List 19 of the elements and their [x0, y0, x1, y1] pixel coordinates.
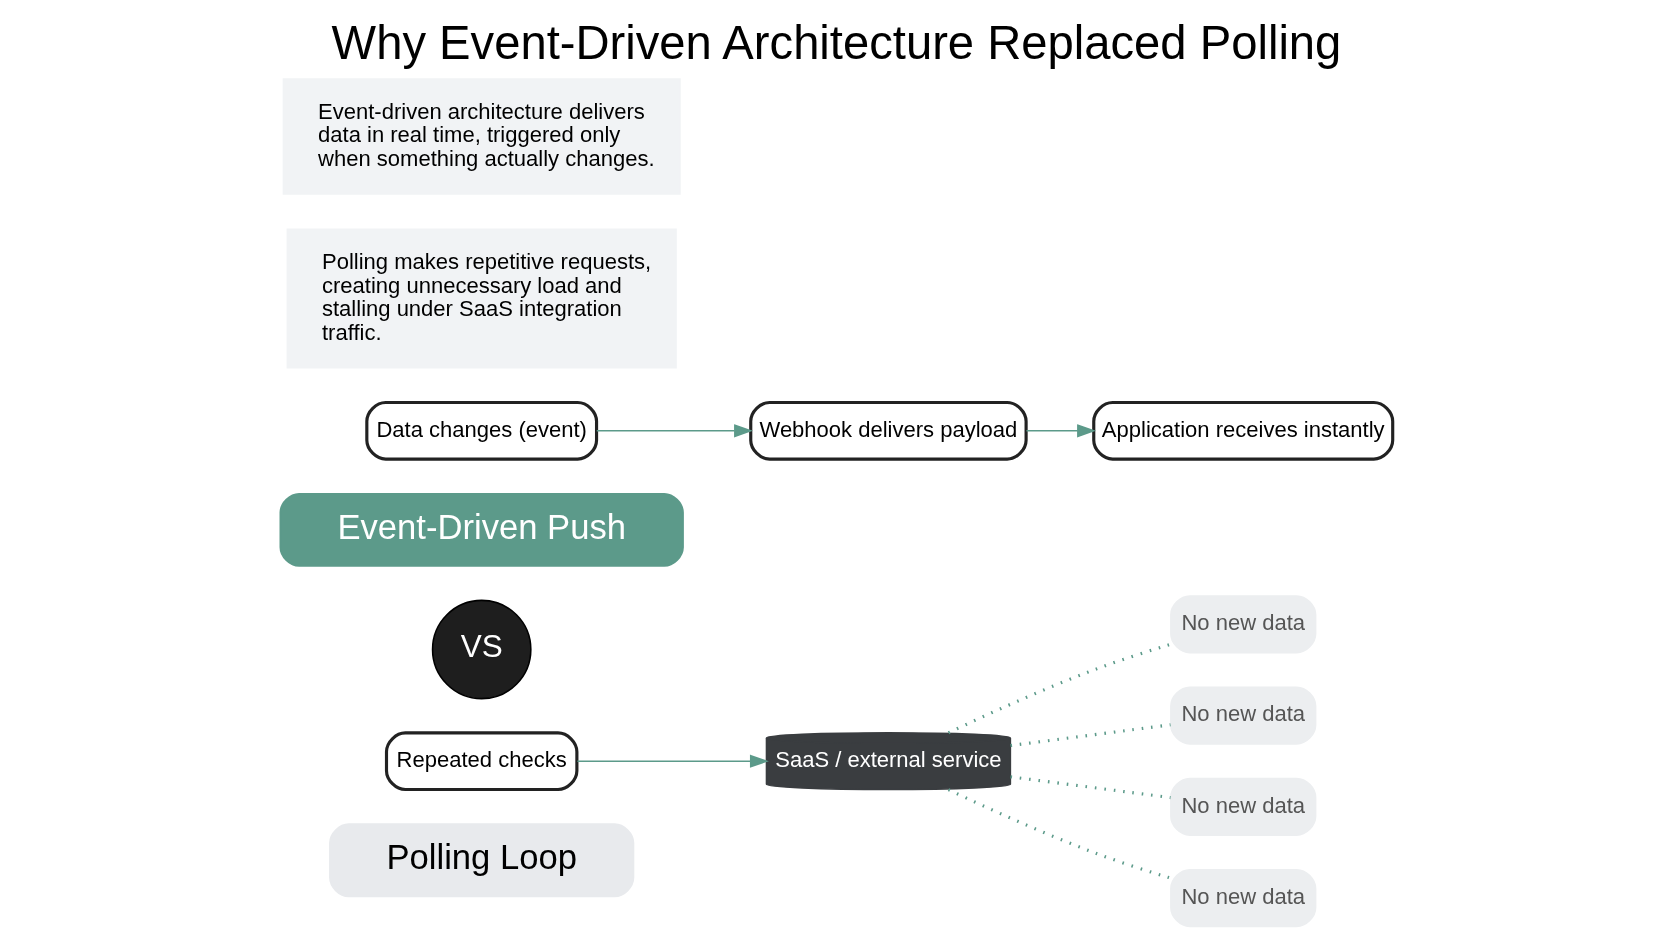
node-box: Event-Driven Push [279, 492, 684, 567]
diagram-title: Why Event-Driven Architecture Replaced Polling [331, 15, 1341, 69]
connector [1009, 775, 1171, 800]
connector [1009, 723, 1171, 748]
node-circle: VS [431, 599, 532, 700]
arrow [1025, 424, 1096, 438]
node-box: Webhook delivers payload [748, 400, 1028, 461]
node-box: No new data [1169, 777, 1316, 836]
connector [947, 642, 1171, 735]
node-box: Application receives instantly [1091, 400, 1394, 461]
node-box: Data changes (event) [364, 400, 598, 461]
node-box: Polling Loop [328, 823, 634, 898]
node-box: Repeated checks [384, 731, 578, 792]
node-box: No new data [1169, 595, 1316, 654]
arrow [595, 424, 753, 438]
connector [947, 788, 1171, 880]
node-box: No new data [1169, 868, 1316, 928]
node-box: No new data [1169, 686, 1316, 745]
arrow [576, 754, 769, 768]
